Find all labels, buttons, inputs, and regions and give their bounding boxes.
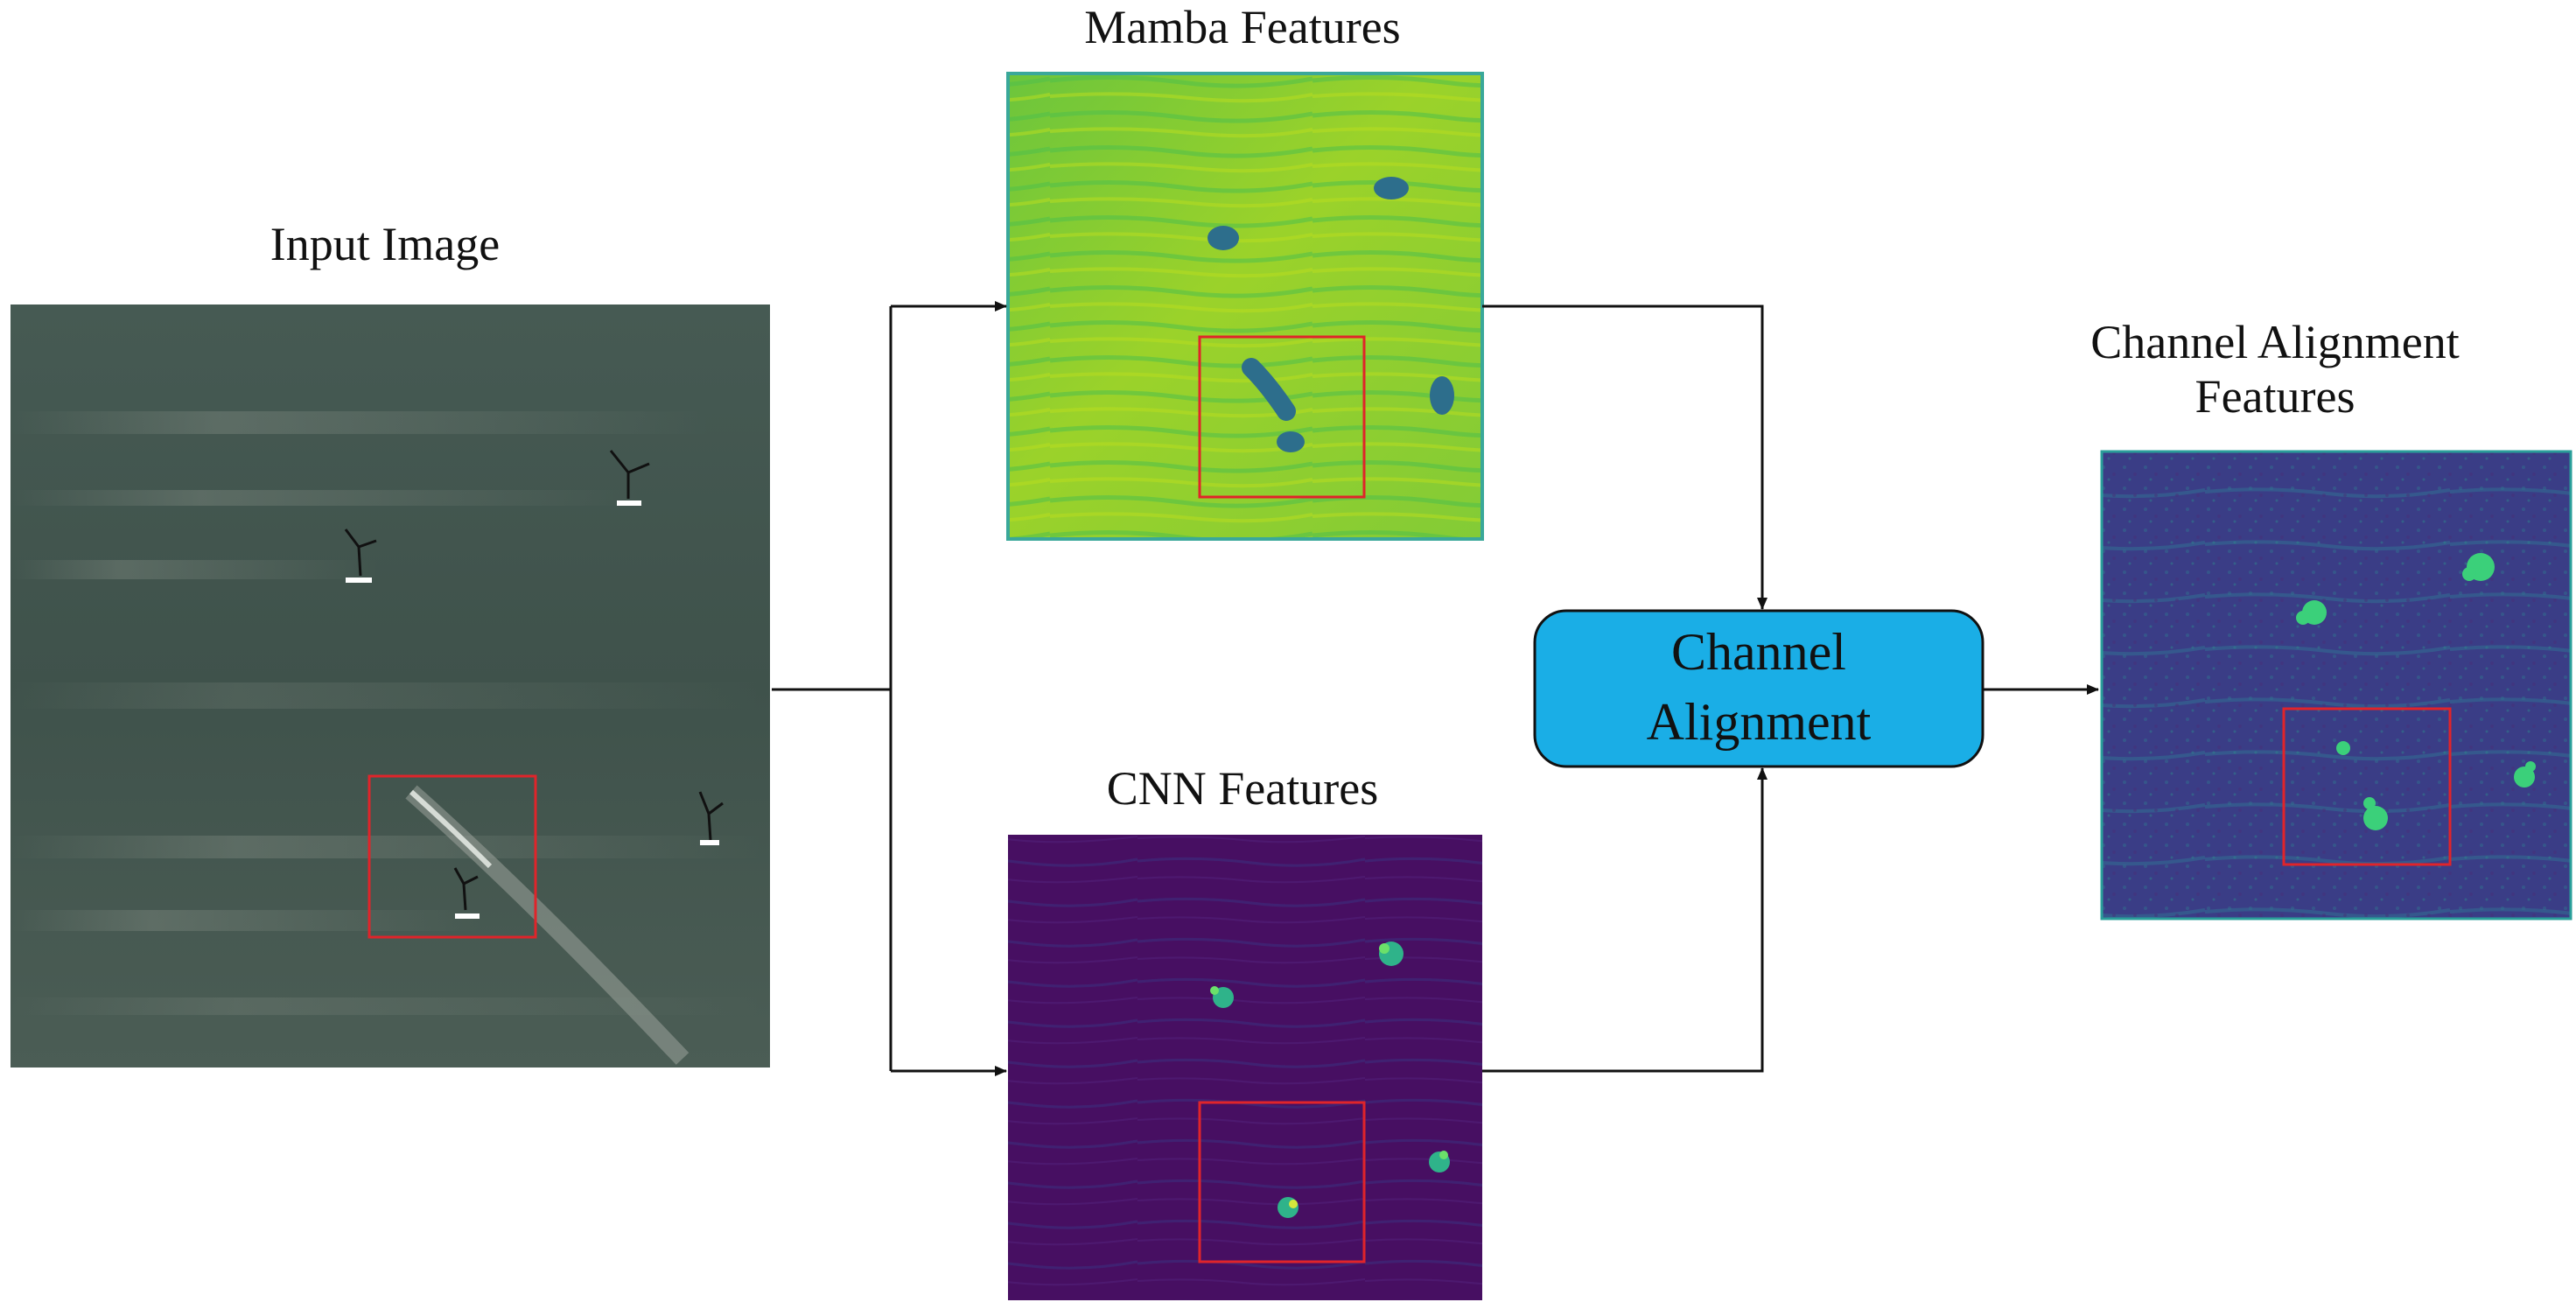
mamba-features-map [1006,72,1484,541]
highlight-box [368,774,537,939]
feature-blob [1379,942,1404,966]
turbine-icon [698,791,724,845]
channel-alignment-module: Channel Alignment [1533,609,1984,768]
mamba-features-title: Mamba Features [1084,1,1401,53]
module-label-line-1: Channel [1671,623,1846,681]
feature-blob [2336,741,2350,755]
turbine-icon [609,450,650,506]
feature-blob [1208,226,1239,250]
feature-blob [2363,797,2388,830]
feature-blob [2296,600,2327,625]
feature-blob [1429,1151,1450,1172]
feature-blob [1374,177,1409,200]
connectors [772,301,2099,1076]
arrow-cnn-to-module [1482,767,1768,1073]
channel-alignment-features-map [2100,450,2572,920]
feature-blob [2514,761,2536,788]
feature-blob [1430,376,1454,415]
feature-blob [1278,1197,1298,1218]
turbine-icon [453,867,480,919]
arrow-mamba-to-module [1482,304,1768,610]
highlight-box [1198,1101,1366,1264]
title-line-1: Channel Alignment [2090,316,2460,368]
cnn-features-title: CNN Features [1106,762,1379,815]
module-label-line-2: Alignment [1647,693,1872,751]
highlight-box [1198,335,1366,499]
highlight-box [2282,707,2452,866]
input-image-title: Input Image [270,218,500,270]
turbine-icon [344,528,377,583]
title-line-2: Features [2194,370,2356,424]
input-image [10,304,770,1068]
cnn-features-map [1008,835,1482,1300]
feature-blob [1210,986,1234,1008]
channel-alignment-features-title: Channel Alignment Features [2039,315,2511,424]
feature-blob [2462,553,2495,581]
sea-wakes [10,411,763,1015]
